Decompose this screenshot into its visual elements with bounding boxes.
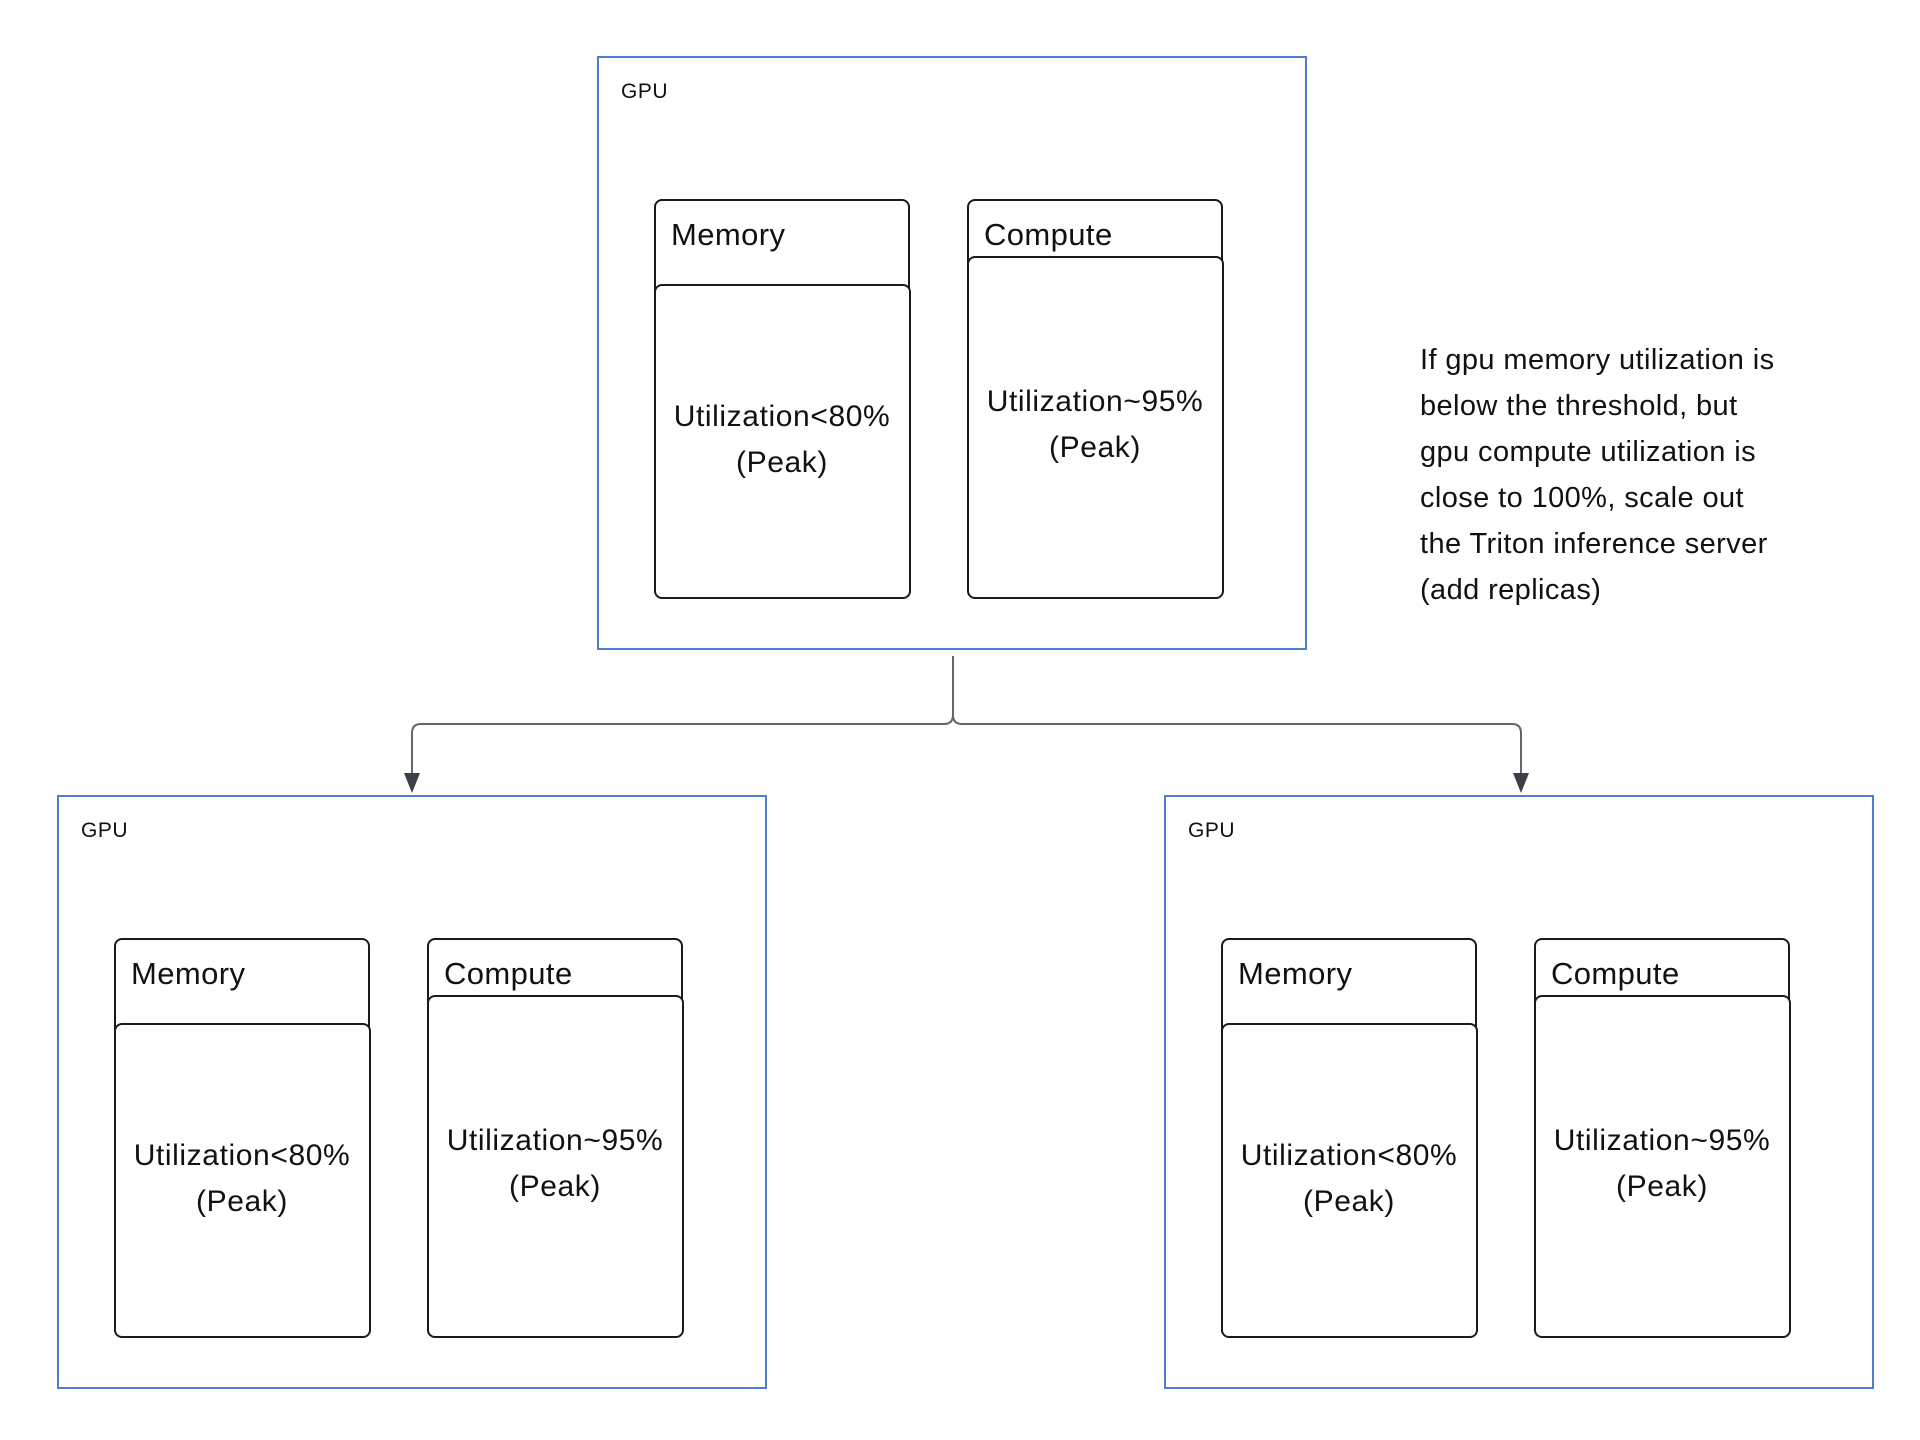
compute-utilization-line2: (Peak)	[1616, 1170, 1708, 1203]
memory-card: Memory Utilization<80% (Peak)	[113, 938, 371, 1338]
memory-card: Memory Utilization<80% (Peak)	[1220, 938, 1478, 1338]
compute-card: Compute Utilization~95% (Peak)	[426, 938, 684, 1338]
connector-left-branch	[411, 723, 944, 775]
memory-card-title: Memory	[671, 217, 786, 252]
memory-utilization-line2: (Peak)	[736, 446, 828, 479]
gpu-box-top: GPU Memory Utilization<80% (Peak) Comput…	[597, 56, 1307, 650]
memory-utilization-value: Utilization<80% (Peak)	[656, 394, 909, 486]
connector-right-branch	[952, 714, 1522, 775]
arrowhead-right-icon	[1513, 773, 1529, 793]
memory-card-body: Utilization<80% (Peak)	[1220, 1023, 1478, 1338]
arrowhead-left-icon	[404, 773, 420, 793]
gpu-label: GPU	[1188, 819, 1236, 842]
compute-utilization-line2: (Peak)	[509, 1170, 601, 1203]
memory-utilization-line2: (Peak)	[196, 1185, 288, 1218]
scale-out-note: If gpu memory utilization is below the t…	[1420, 344, 1775, 606]
compute-utilization-value: Utilization~95% (Peak)	[429, 1118, 682, 1210]
memory-card-title: Memory	[131, 956, 246, 991]
compute-utilization-line1: Utilization~95%	[446, 1124, 664, 1157]
connector-trunk	[943, 656, 954, 725]
compute-utilization-line1: Utilization~95%	[986, 385, 1204, 418]
memory-utilization-line1: Utilization<80%	[1240, 1139, 1458, 1172]
memory-card-body: Utilization<80% (Peak)	[113, 1023, 371, 1338]
compute-utilization-value: Utilization~95% (Peak)	[969, 379, 1222, 471]
memory-utilization-value: Utilization<80% (Peak)	[116, 1133, 369, 1225]
memory-utilization-line1: Utilization<80%	[673, 400, 891, 433]
compute-utilization-line2: (Peak)	[1049, 431, 1141, 464]
memory-card: Memory Utilization<80% (Peak)	[653, 199, 911, 599]
compute-card: Compute Utilization~95% (Peak)	[1533, 938, 1791, 1338]
memory-card-body: Utilization<80% (Peak)	[653, 284, 911, 599]
gpu-box-left: GPU Memory Utilization<80% (Peak) Comput…	[57, 795, 767, 1389]
compute-utilization-value: Utilization~95% (Peak)	[1536, 1118, 1789, 1210]
compute-card-title: Compute	[444, 956, 573, 991]
compute-card-body: Utilization~95% (Peak)	[966, 256, 1224, 599]
memory-card-title: Memory	[1238, 956, 1353, 991]
memory-utilization-value: Utilization<80% (Peak)	[1223, 1133, 1476, 1225]
compute-card-body: Utilization~95% (Peak)	[426, 995, 684, 1338]
memory-utilization-line2: (Peak)	[1303, 1185, 1395, 1218]
memory-utilization-line1: Utilization<80%	[133, 1139, 351, 1172]
compute-utilization-line1: Utilization~95%	[1553, 1124, 1771, 1157]
compute-card: Compute Utilization~95% (Peak)	[966, 199, 1224, 599]
compute-card-title: Compute	[1551, 956, 1680, 991]
gpu-box-right: GPU Memory Utilization<80% (Peak) Comput…	[1164, 795, 1874, 1389]
gpu-label: GPU	[621, 80, 669, 103]
compute-card-body: Utilization~95% (Peak)	[1533, 995, 1791, 1338]
gpu-label: GPU	[81, 819, 129, 842]
compute-card-title: Compute	[984, 217, 1113, 252]
